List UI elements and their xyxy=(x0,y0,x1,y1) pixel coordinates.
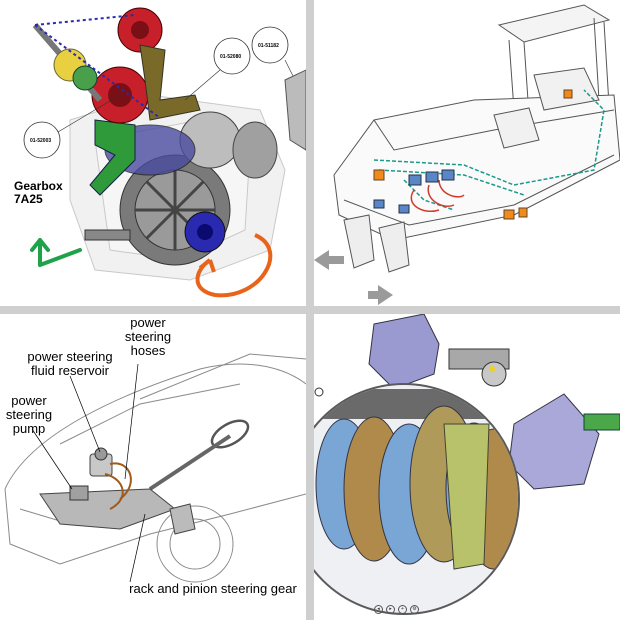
label-pump: power steering pump xyxy=(5,393,53,436)
label-hoses: power steering hoses xyxy=(124,315,172,358)
steering-panel: power steering hoses power steering flui… xyxy=(0,314,306,620)
gearbox-title: Gearbox 7A25 xyxy=(14,180,63,206)
boat-panel xyxy=(314,0,620,306)
gearbox-title-line1: Gearbox xyxy=(14,179,63,193)
callout-label-2: 01-52080 xyxy=(220,54,242,60)
transmission-panel: ◂ ▸ + ⚙ xyxy=(314,314,620,620)
gearbox-panel: 01-52003 01-52080 01-51182 Gearbox 7A25 xyxy=(0,0,306,306)
gearbox-illustration xyxy=(23,7,306,298)
play-icon[interactable]: ▸ xyxy=(386,605,395,614)
rewind-icon[interactable]: ◂ xyxy=(374,605,383,614)
boat-illustration xyxy=(314,4,620,305)
label-rack: rack and pinion steering gear xyxy=(129,581,297,596)
label-reservoir: power steering fluid reservoir xyxy=(27,349,113,378)
car-illustration xyxy=(4,353,306,583)
zoom-icon[interactable]: + xyxy=(398,605,407,614)
settings-icon[interactable]: ⚙ xyxy=(410,605,419,614)
gearbox-title-line2: 7A25 xyxy=(14,192,43,206)
callout-label-1: 01-52003 xyxy=(30,138,52,144)
transmission-illustration xyxy=(314,314,620,615)
callout-label-3: 01-51182 xyxy=(258,43,279,49)
viewer-controls: ◂ ▸ + ⚙ xyxy=(374,605,419,614)
